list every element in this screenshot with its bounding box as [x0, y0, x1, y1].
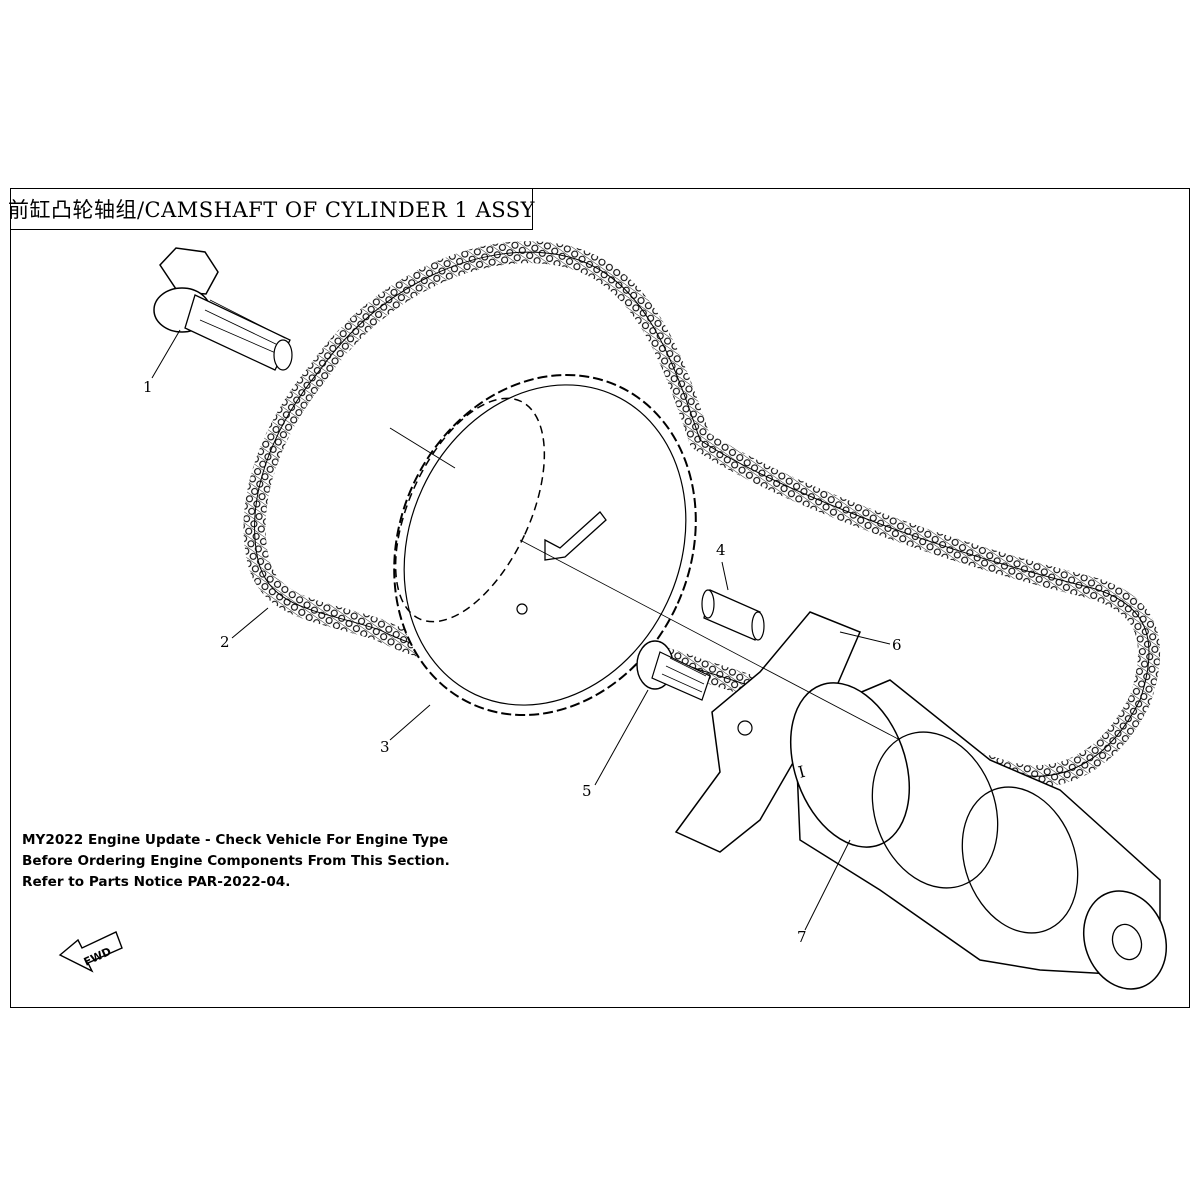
callout-3: 3 [380, 738, 390, 756]
notice-line-3: Refer to Parts Notice PAR-2022-04. [22, 874, 291, 890]
flange-bolt [153, 247, 293, 371]
notice-line-1: MY2022 Engine Update - Check Vehicle For… [22, 832, 449, 848]
leader-lines [151, 329, 901, 931]
forward-arrow-icon: FWD [58, 931, 123, 973]
callout-4: 4 [716, 541, 726, 559]
callout-1: 1 [143, 378, 153, 396]
callout-5: 5 [582, 782, 592, 800]
callout-2: 2 [220, 633, 230, 651]
title-box: 前缸凸轮轴组/CAMSHAFT OF CYLINDER 1 ASSY [7, 188, 536, 230]
callout-6: 6 [892, 636, 902, 654]
dowel-pin [701, 589, 765, 641]
camshaft: I [789, 679, 1168, 990]
stud-bolt [636, 640, 711, 701]
page-title: 前缸凸轮轴组/CAMSHAFT OF CYLINDER 1 ASSY [7, 198, 536, 222]
timing-chain [243, 241, 1161, 788]
cam-timing-mark: I [796, 762, 807, 782]
notice-line-2: Before Ordering Engine Components From T… [22, 853, 450, 869]
callout-7: 7 [797, 928, 807, 946]
decompression-plate [674, 611, 861, 853]
cam-sprocket [393, 373, 697, 717]
engine-update-notice: MY2022 Engine Update - Check Vehicle For… [22, 830, 450, 893]
